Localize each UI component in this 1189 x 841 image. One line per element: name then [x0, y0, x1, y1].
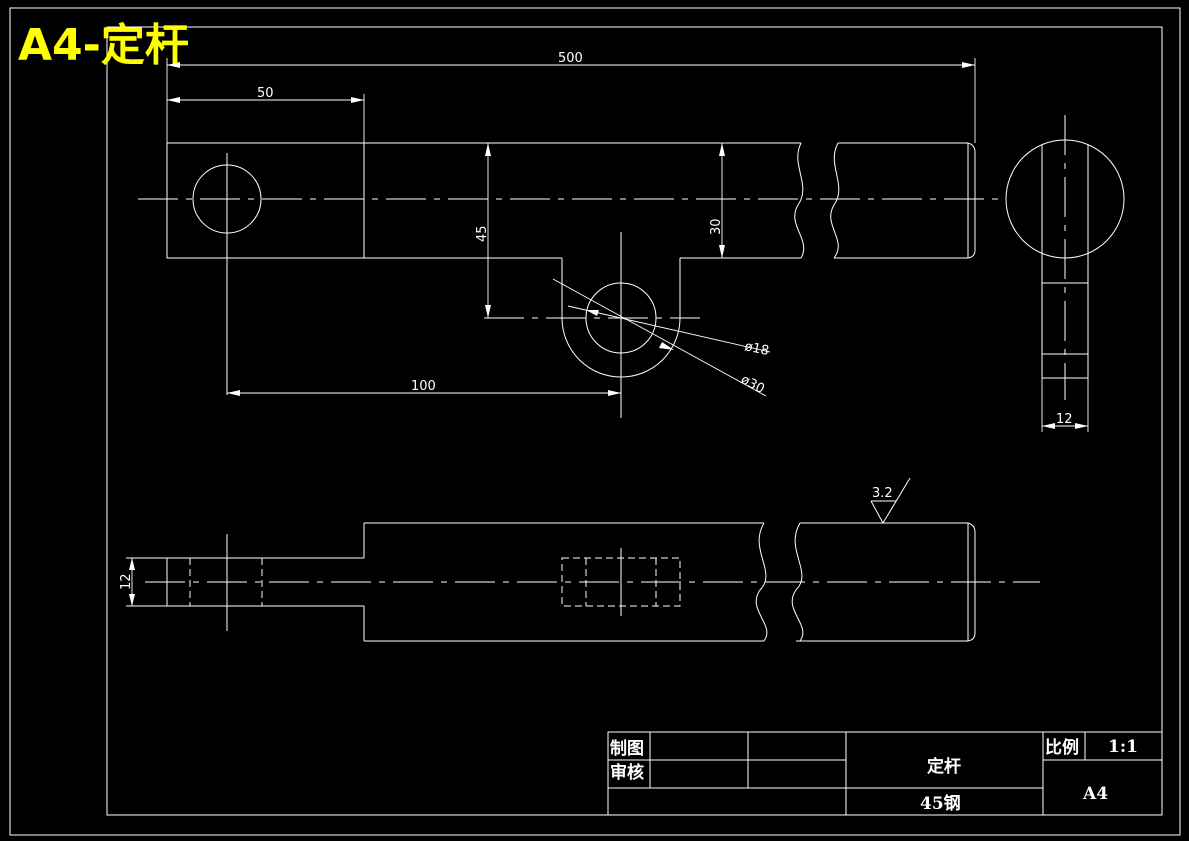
dim-50-arrow-right — [351, 97, 364, 103]
paper-size: A4 — [1082, 784, 1108, 804]
dim-45-arrow-bottom — [485, 305, 491, 318]
scale-label: 比例 — [1045, 737, 1079, 758]
dim-45-arrow-top — [485, 143, 491, 156]
part-name: 定杆 — [927, 756, 961, 777]
outer-border — [9, 7, 1181, 836]
dia-18-arrow — [586, 310, 599, 316]
dia-18-leader — [567, 305, 771, 353]
top-break-right — [791, 522, 804, 642]
side-view: 12 — [1005, 115, 1125, 432]
top-view: 12 3.2 — [119, 477, 1040, 642]
checked-label: 审核 — [610, 762, 644, 783]
dim-50-arrow-left — [167, 97, 180, 103]
dim-100-arrow-right — [608, 390, 621, 396]
dim-30-arrow-bottom — [719, 245, 725, 258]
title-block: 制图 审核 定杆 45钢 比例 1:1 A4 — [607, 731, 1163, 816]
inner-border — [106, 26, 1163, 816]
break-line-left — [794, 142, 805, 259]
roughness-value: 3.2 — [872, 486, 893, 501]
dia-18-label: ø18 — [743, 339, 770, 359]
dim-45-label: 45 — [475, 225, 490, 242]
dim-50-label: 50 — [257, 86, 274, 101]
dim-top-12-arrow-top — [129, 558, 135, 570]
dim-100-label: 100 — [411, 379, 436, 394]
dim-30-label: 30 — [709, 218, 724, 235]
dim-500-arrow-left — [167, 62, 180, 68]
dim-side-12-label: 12 — [1056, 412, 1073, 427]
dim-500-label: 500 — [558, 51, 583, 66]
top-break-left — [755, 522, 768, 642]
front-view: 500 50 45 30 100 ø18 ø30 — [138, 51, 1000, 418]
dim-30-arrow-top — [719, 143, 725, 156]
sheet-title: A4-定杆 — [18, 20, 189, 71]
dim-100-arrow-left — [227, 390, 240, 396]
scale-value: 1:1 — [1108, 737, 1138, 757]
dia-30-leader — [552, 278, 767, 397]
slot-block-outline — [166, 142, 365, 259]
bar-right-end — [967, 142, 976, 259]
dia-30-label: ø30 — [738, 372, 767, 397]
break-line-right — [830, 142, 840, 259]
dia-30-arrow — [659, 342, 674, 350]
dim-top-12-label: 12 — [119, 573, 134, 590]
roughness-symbol — [870, 477, 911, 525]
dim-top-12-arrow-bottom — [129, 594, 135, 606]
dim-side-12-arrow-left — [1042, 423, 1055, 429]
material: 45钢 — [920, 793, 961, 814]
title-block-frame — [607, 731, 1163, 816]
drawn-label: 制图 — [610, 738, 644, 759]
dim-side-12-arrow-right — [1075, 423, 1088, 429]
dim-500-arrow-right — [962, 62, 975, 68]
